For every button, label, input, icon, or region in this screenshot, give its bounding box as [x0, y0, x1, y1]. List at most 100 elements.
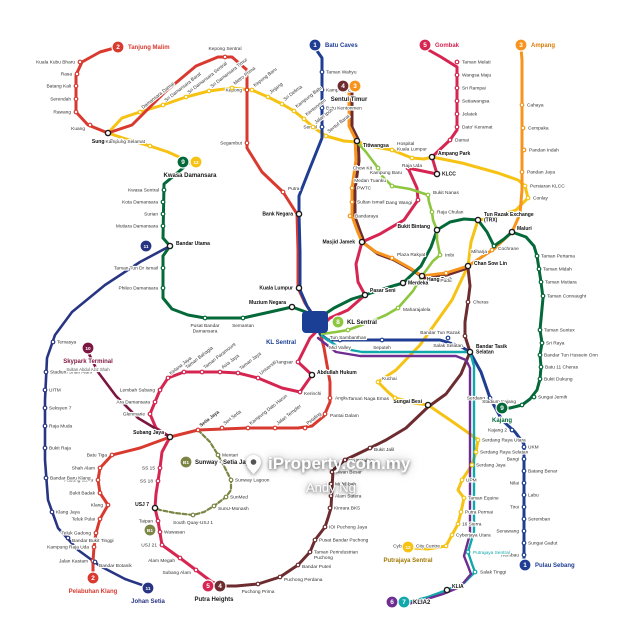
station-miharja: Miharja — [470, 247, 495, 256]
svg-text:10: 10 — [85, 346, 91, 352]
station-cahaya: Cahaya — [519, 101, 545, 110]
svg-text:USJ 21: USJ 21 — [141, 543, 157, 549]
station-pasar-seni: Pasar Seni — [361, 287, 397, 299]
svg-text:Taman Pertama: Taman Pertama — [541, 254, 575, 260]
svg-text:KL Sentral: KL Sentral — [347, 320, 377, 326]
station-bukit-bintang: Bukit Bintang — [396, 223, 441, 234]
station-taman-mutiara: Taman Mutiara — [538, 278, 578, 287]
svg-text:Lembah Subang: Lembah Subang — [120, 388, 156, 394]
station-puchong-prima: Puchong Prima — [241, 581, 276, 596]
station-angkasapuri: Angkasapuri — [327, 394, 363, 403]
station-taman-jaya: Taman Jaya — [235, 350, 264, 376]
svg-text:Bandar Bukit Tinggi: Bandar Bukit Tinggi — [72, 538, 114, 544]
svg-text:Chow Kit: Chow Kit — [353, 166, 373, 172]
svg-text:Pusat Bandar Puchong: Pusat Bandar Puchong — [319, 538, 369, 544]
station-temasya: Temasya — [50, 338, 78, 347]
svg-text:Kampung Baru: Kampung Baru — [370, 170, 402, 176]
svg-text:Cyberjaya Utara: Cyberjaya Utara — [456, 533, 491, 539]
svg-text:Raja Muda: Raja Muda — [49, 424, 73, 430]
svg-text:Rasa: Rasa — [61, 72, 73, 78]
station-kwasa-sentral: Kwasa Sentral — [127, 186, 167, 195]
svg-text:Labu: Labu — [528, 493, 539, 499]
svg-text:Raja Uda: Raja Uda — [402, 163, 422, 169]
station-ss-15: SS 15 — [141, 464, 163, 473]
svg-text:Serdang Raya Utara: Serdang Raya Utara — [482, 438, 526, 444]
station-taman-tun-dr-ismail: Taman Tun Dr Ismail — [113, 264, 166, 273]
svg-text:Kota Damansara: Kota Damansara — [122, 200, 158, 206]
svg-text:Taman Tun Dr Ismail: Taman Tun Dr Ismail — [114, 266, 158, 272]
svg-text:Maluri: Maluri — [517, 226, 532, 232]
station-south-quay-usj-1: South Quay-USJ 1 — [172, 512, 214, 527]
station-bandar-puteri: Bandar Puteri — [295, 562, 332, 571]
station-pandan-indah: Pandan Indah — [521, 146, 560, 155]
svg-text:Tiroi: Tiroi — [510, 505, 519, 511]
svg-text:Putrajaya Sentral: Putrajaya Sentral — [473, 550, 510, 556]
svg-text:Kepong Baru: Kepong Baru — [253, 66, 279, 88]
station-sunmed: SunMed — [223, 493, 249, 502]
svg-text:SunU-Monash: SunU-Monash — [218, 506, 249, 512]
svg-text:Medan Tuanku: Medan Tuanku — [354, 178, 386, 184]
svg-text:Batang Benar: Batang Benar — [528, 469, 558, 475]
svg-text:KLIA2: KLIA2 — [413, 600, 431, 606]
svg-text:Mentari: Mentari — [222, 453, 238, 459]
station-shah-alam: Shah Alam — [71, 464, 103, 473]
station-dato-keramat: Dato' Keramat — [454, 123, 494, 132]
station-maluri: Maluri — [508, 225, 533, 236]
svg-text:Dato' Keramat: Dato' Keramat — [462, 125, 493, 131]
svg-text:UITM: UITM — [49, 388, 61, 394]
svg-text:Seputeh: Seputeh — [373, 345, 391, 351]
svg-text:PWTC: PWTC — [357, 186, 372, 192]
svg-text:UPM: UPM — [466, 478, 477, 484]
svg-text:Batu Kentonmen: Batu Kentonmen — [326, 106, 362, 112]
station-bandaraya: Bandaraya — [347, 212, 380, 221]
station-sri-rampai: Sri Rampai — [454, 84, 487, 93]
svg-text:Bukit Bintang: Bukit Bintang — [398, 224, 431, 230]
station-bangi: Bangi — [506, 455, 527, 464]
svg-text:Jalan Kastam: Jalan Kastam — [59, 559, 88, 565]
svg-text:Raja Chulan: Raja Chulan — [437, 210, 464, 216]
badge-6: 6 — [385, 595, 399, 609]
station-sri-raya: Sri Raya — [539, 339, 566, 348]
svg-text:Senawang: Senawang — [496, 529, 519, 535]
svg-text:Nilai: Nilai — [510, 481, 519, 487]
station-pudu: Pudu — [439, 270, 453, 285]
svg-text:Bandar Tun Hussein Onn: Bandar Tun Hussein Onn — [544, 353, 598, 359]
station-raja-chulan: Raja Chulan — [429, 208, 465, 217]
station-taman-pertama: Taman Pertama — [534, 252, 576, 261]
svg-text:Kajang 2: Kajang 2 — [488, 428, 507, 434]
svg-text:Taman Midah: Taman Midah — [543, 267, 572, 273]
svg-text:Taman Naga Emas: Taman Naga Emas — [348, 396, 389, 402]
svg-text:Cempaka: Cempaka — [528, 126, 549, 132]
svg-text:Pasar Seni: Pasar Seni — [370, 288, 396, 294]
station-kampung-dato-harun: Kampung Dato Harun — [245, 392, 290, 431]
svg-text:Masjid Jamek: Masjid Jamek — [322, 240, 355, 246]
svg-text:Angkasapuri: Angkasapuri — [335, 396, 362, 402]
station-taman-naga-emas: Taman Naga Emas — [347, 395, 398, 403]
svg-text:Sultan Abdul Aziz Shah: Sultan Abdul Aziz Shah — [66, 367, 110, 372]
station-upm: UPM — [459, 476, 478, 485]
station-klang-jaya: Klang Jaya — [49, 508, 81, 517]
station-seputeh: Seputeh — [372, 337, 392, 352]
svg-text:Batu Caves: Batu Caves — [325, 43, 358, 49]
svg-text:1: 1 — [523, 562, 527, 569]
svg-text:Taipan: Taipan — [139, 519, 153, 525]
svg-text:Bandar Utama: Bandar Utama — [176, 241, 210, 247]
svg-text:Damai: Damai — [455, 138, 469, 144]
station-sungai-buloh: Sungai Buloh — [91, 129, 125, 146]
svg-text:Taman Jaya: Taman Jaya — [239, 351, 263, 372]
station-damai: Damai — [447, 136, 470, 145]
station-serdang-raya-selatan: Serdang Raya Selatan — [473, 448, 530, 457]
station-taman-connaught: Taman Connaught — [540, 292, 588, 301]
svg-text:16 Sierra: 16 Sierra — [462, 522, 482, 528]
station-bandar-tun-razak: Bandar Tun Razak — [419, 329, 468, 339]
station-batu-kentonmen: Batu Kentonmen — [319, 104, 363, 113]
station-phileo-damansara: Phileo Damansara — [117, 284, 166, 293]
station-jalan-templer: Jalan Templer — [272, 402, 304, 431]
station-wawasan: Wawasan — [157, 528, 186, 537]
